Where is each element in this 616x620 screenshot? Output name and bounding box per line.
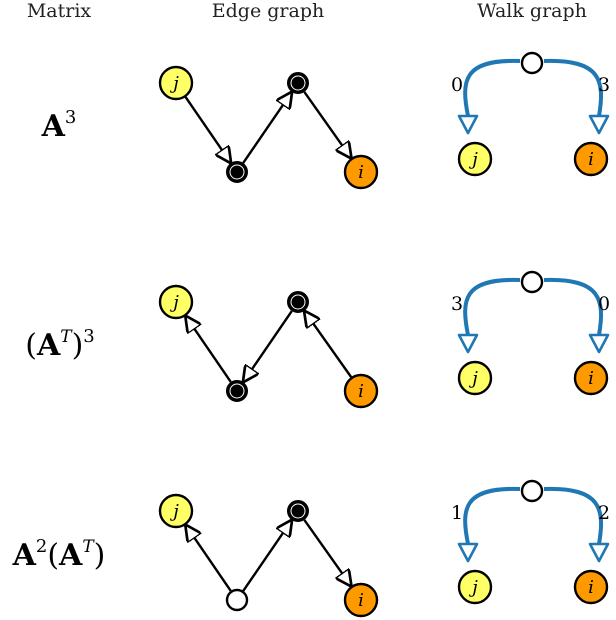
walk-arc-right: [543, 58, 604, 117]
walk-node-j: [457, 360, 493, 396]
matrix-paren-close: ): [94, 538, 106, 573]
walk-arc-right: [543, 277, 604, 336]
matrix-transpose: T: [60, 327, 73, 347]
walk-top-node: [520, 51, 544, 75]
node-label: j: [169, 73, 179, 94]
node-label: i: [358, 590, 364, 611]
header-matrix: Matrix: [27, 0, 92, 22]
node-label: j: [169, 292, 179, 313]
walk-node-label: i: [588, 149, 594, 170]
walk-count-right: 0: [598, 293, 610, 315]
walk-arc-left: [463, 486, 521, 545]
edge-graph-row-1: ji: [158, 65, 379, 190]
edge-arrow: [242, 93, 291, 164]
walk-count-right: 2: [598, 502, 610, 524]
walk-top-node: [520, 270, 544, 294]
intermediate-node-ring: [290, 75, 306, 91]
node-label: i: [358, 162, 364, 183]
matrix-base: A: [41, 109, 66, 144]
walk-node-j: [457, 141, 493, 177]
node-j: [158, 65, 194, 101]
walk-count-left: 0: [451, 74, 463, 96]
edge-arrow: [303, 519, 350, 585]
matrix-exponent: 3: [83, 326, 94, 347]
intermediate-node-ring: [229, 383, 245, 399]
matrix-paren-close: ): [72, 328, 84, 363]
walk-top-node: [520, 479, 544, 503]
edge-graph-row-2: ji: [158, 284, 379, 409]
walk-node-label: i: [588, 577, 594, 598]
header-edge-graph: Edge graph: [212, 0, 324, 22]
node-label: i: [358, 381, 364, 402]
matrix-transpose: T: [82, 537, 95, 557]
walk-node-i: [573, 141, 609, 177]
matrix-paren-open: (: [47, 538, 59, 573]
walk-node-label: j: [468, 577, 478, 598]
walk-node-j: [457, 569, 493, 605]
edge-arrow: [184, 96, 231, 162]
walk-count-left: 1: [451, 502, 463, 524]
walk-graphs: j i 0 3 j i 3 0 j i 1 2: [451, 51, 610, 605]
walk-count-left: 3: [451, 293, 463, 315]
matrix-base: A: [36, 328, 61, 363]
walk-node-i: [573, 569, 609, 605]
walk-arc-left: [463, 58, 521, 117]
matrix-label-row-1: A3: [41, 107, 77, 144]
matrix-label-row-3: A2(AT): [12, 536, 106, 573]
intermediate-node-ring: [290, 503, 306, 519]
matrix-base: A: [12, 538, 37, 573]
edge-arrow: [242, 521, 291, 592]
walk-arrowhead-right: [588, 114, 610, 135]
intermediate-node-ring: [229, 164, 245, 180]
walk-node-label: j: [468, 149, 478, 170]
walk-graph-row-1: j i 0 3: [451, 51, 610, 177]
walk-graph-row-3: j i 1 2: [451, 479, 610, 605]
matrix-base-2: A: [58, 538, 83, 573]
node-i: [343, 154, 379, 190]
edge-arrow: [303, 91, 350, 157]
walk-arrowhead-right: [588, 542, 610, 563]
walk-arrowhead-right: [588, 333, 610, 354]
edge-graph-row-3: ji: [158, 493, 379, 618]
intermediate-node-open: [225, 588, 249, 612]
walk-arc-left: [463, 277, 521, 336]
intermediate-node-ring: [290, 294, 306, 310]
walk-arrowhead-left: [457, 114, 479, 135]
edge-arrow: [244, 310, 293, 381]
matrix-exponent: 2: [36, 536, 47, 557]
edge-arrow: [186, 526, 232, 592]
walk-node-i: [573, 360, 609, 396]
header-walk-graph: Walk graph: [477, 0, 587, 22]
matrix-label-row-2: (AT)3: [25, 326, 95, 363]
node-j: [158, 284, 194, 320]
edge-arrow: [186, 317, 232, 383]
matrix-paren-open: (: [25, 328, 37, 363]
edge-arrow: [305, 312, 353, 378]
matrix-exponent: 3: [65, 107, 76, 128]
walk-node-label: i: [588, 368, 594, 389]
walk-node-label: j: [468, 368, 478, 389]
walk-graph-row-2: j i 3 0: [451, 270, 610, 396]
walk-arc-right: [543, 486, 604, 545]
node-j: [158, 493, 194, 529]
node-i: [343, 373, 379, 409]
walk-arrowhead-left: [457, 542, 479, 563]
walk-arrowhead-left: [457, 333, 479, 354]
node-label: j: [169, 501, 179, 522]
walk-count-right: 3: [598, 74, 610, 96]
node-i: [343, 582, 379, 618]
